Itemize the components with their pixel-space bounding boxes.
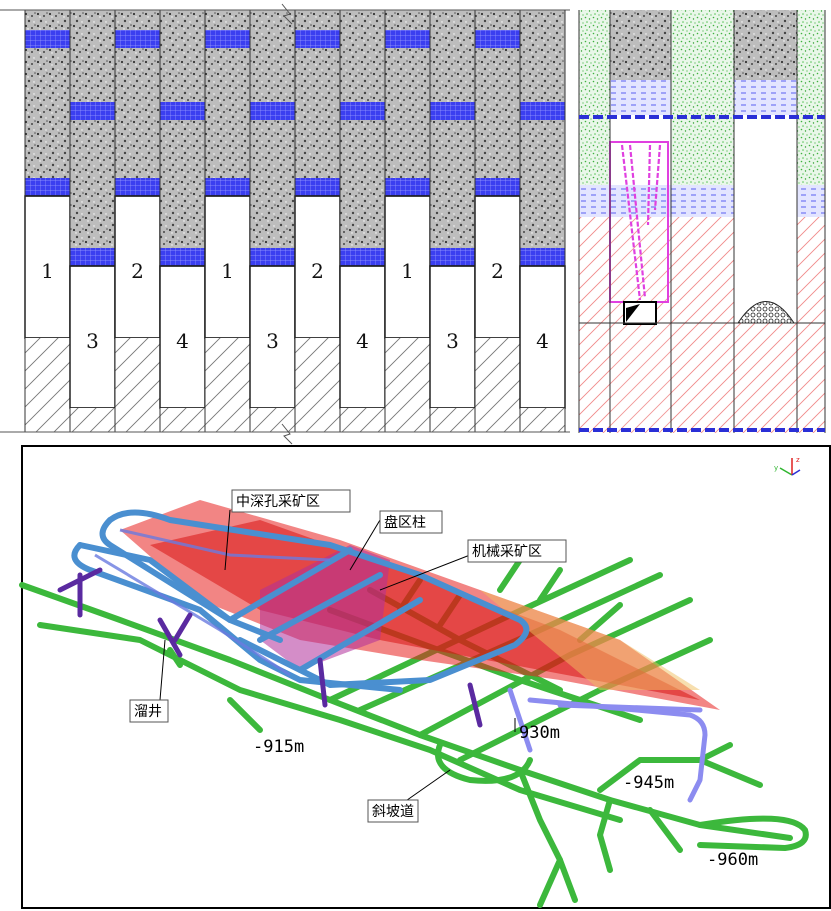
stope-column: 4 — [159, 10, 206, 432]
stope-column: 4 — [519, 10, 566, 432]
level-label-960: -960m — [707, 850, 758, 870]
ore-pass-shafts — [57, 567, 483, 728]
stope-number: 3 — [446, 329, 459, 353]
ore-body — [120, 500, 720, 710]
axis-triad-icon: z y — [774, 456, 801, 476]
stope-column: 3 — [69, 10, 116, 432]
ramp-connector — [507, 687, 708, 803]
stope-number: 1 — [401, 259, 414, 283]
stope-number: 3 — [86, 329, 99, 353]
blast-holes — [620, 144, 662, 301]
stope-number: 3 — [266, 329, 279, 353]
level-label-945: -945m — [623, 773, 674, 793]
label-medium-deep-hole-zone: 中深孔采矿区 — [231, 489, 351, 513]
stope-number: 4 — [356, 329, 369, 353]
svg-text:z: z — [796, 456, 800, 464]
stope-column: 3 — [249, 10, 296, 432]
stope-sequence-section: 1 3 2 4 1 3 2 4 1 3 2 4 — [0, 3, 570, 445]
stope-column: 2 — [294, 10, 341, 432]
callout-leaders — [159, 509, 516, 806]
svg-text:盘区柱: 盘区柱 — [384, 514, 426, 531]
svg-text:y: y — [774, 464, 778, 472]
stope-column: 1 — [24, 10, 71, 432]
svg-text:溜井: 溜井 — [134, 704, 162, 720]
stope-column: 1 — [204, 10, 251, 432]
level-label-915: -915m — [253, 737, 304, 757]
svg-text:斜坡道: 斜坡道 — [372, 804, 414, 820]
stope-number: 2 — [491, 259, 504, 283]
label-mechanized-zone: 机械采矿区 — [467, 539, 567, 563]
stope-column: 1 — [384, 10, 431, 432]
level-label-930: 930m — [519, 723, 560, 743]
label-ramp: 斜坡道 — [367, 799, 419, 823]
backfill-rock — [734, 10, 797, 80]
stope-number: 2 — [131, 259, 144, 283]
stope-column: 2 — [474, 10, 521, 432]
svg-text:中深孔采矿区: 中深孔采矿区 — [236, 494, 320, 510]
backfill-rock — [610, 10, 671, 80]
stope-column: 4 — [339, 10, 386, 432]
3d-mine-model: z y — [19, 445, 831, 909]
stope-number: 4 — [536, 329, 549, 353]
svg-text:机械采矿区: 机械采矿区 — [472, 544, 542, 560]
label-ore-pass: 溜井 — [129, 699, 169, 723]
stope-number: 2 — [311, 259, 324, 283]
stope-number: 1 — [41, 259, 54, 283]
stope-column: 3 — [429, 10, 476, 432]
label-panel-pillar: 盘区柱 — [379, 510, 443, 534]
stope-number: 1 — [221, 259, 234, 283]
vertical-section — [578, 10, 826, 433]
muck-pile — [737, 301, 795, 324]
stope-column: 2 — [114, 10, 161, 432]
stope-number: 4 — [176, 329, 189, 353]
